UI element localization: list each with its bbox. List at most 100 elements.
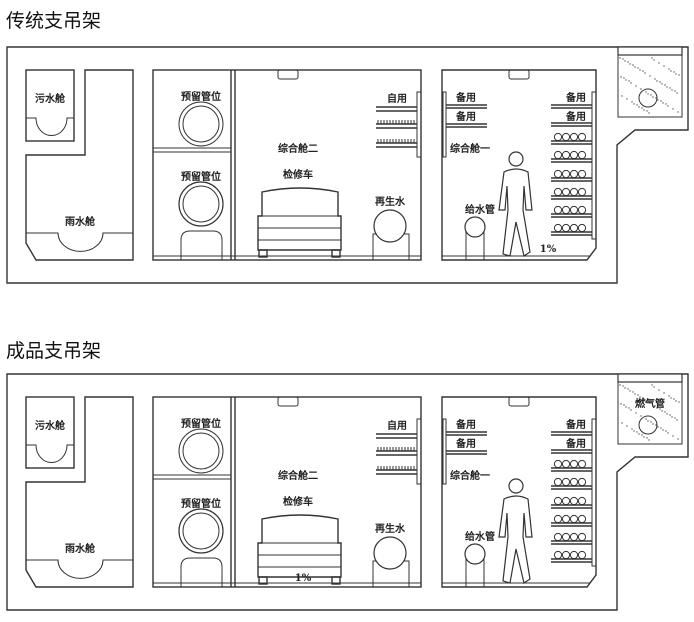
spare-tray-label: 备用 — [455, 91, 476, 104]
concrete-speckle — [678, 401, 680, 403]
rain-channel — [26, 559, 133, 579]
concrete-speckle — [654, 405, 656, 407]
concrete-speckle — [622, 385, 624, 387]
cable — [577, 169, 587, 179]
concrete-speckle — [653, 59, 655, 61]
concrete-speckle — [635, 412, 637, 414]
cable — [553, 205, 563, 215]
concrete-speckle — [659, 408, 661, 410]
vehicle-wheel — [331, 249, 341, 258]
concrete-speckle — [676, 419, 678, 421]
cable — [569, 496, 579, 506]
sewage-chamber — [25, 69, 75, 142]
cable — [577, 477, 587, 487]
cable — [553, 150, 563, 160]
spare-tray-label: 备用 — [565, 418, 586, 431]
concrete-speckle — [652, 96, 654, 98]
bracket-arm — [551, 485, 592, 490]
concrete-speckle — [646, 437, 648, 439]
reserve-pipe-bottom-label: 预留管位 — [181, 497, 221, 510]
spare-tray-label: 备用 — [565, 91, 586, 104]
concrete-speckle — [623, 404, 625, 406]
cable-tray — [376, 469, 417, 475]
cable — [577, 223, 587, 233]
cable — [577, 550, 587, 560]
concrete-speckle — [663, 392, 665, 394]
concrete-speckle — [647, 420, 649, 422]
water-supply-pipe — [464, 543, 486, 565]
comprehensive-chamber-1-label: 综合舱一 — [450, 142, 490, 155]
concrete-speckle — [676, 92, 678, 94]
concrete-speckle — [666, 413, 668, 415]
own-use-tray-label: 自用 — [387, 419, 407, 432]
worker-figure — [498, 168, 533, 257]
section-title-prefabricated: 成品支吊架 — [6, 340, 102, 362]
reclaimed-water-pipe — [373, 209, 407, 243]
concrete-speckle — [665, 430, 667, 432]
cable — [569, 514, 579, 524]
concrete-speckle — [642, 70, 644, 72]
concrete-speckle — [641, 434, 643, 436]
concrete-speckle — [624, 60, 626, 62]
cable — [577, 459, 587, 469]
reserve-pipe-bottom-inner — [182, 185, 220, 223]
concrete-speckle — [619, 384, 621, 386]
maintenance-vehicle-label: 检修车 — [283, 168, 313, 181]
bracket-arm — [446, 104, 487, 109]
concrete-speckle — [670, 397, 672, 399]
sewage-chamber-label: 污水舱 — [35, 92, 66, 105]
gas-pipe — [638, 88, 658, 108]
concrete-speckle — [636, 104, 638, 106]
concrete-speckle — [675, 73, 677, 75]
pipe-support — [180, 230, 223, 260]
concrete-speckle — [670, 70, 672, 72]
concrete-speckle — [630, 82, 632, 84]
bracket-arm — [551, 158, 592, 163]
concrete-speckle — [661, 410, 663, 412]
cable — [577, 132, 587, 142]
concrete-speckle — [674, 90, 676, 92]
bracket-arm — [551, 467, 592, 472]
concrete-speckle — [633, 103, 635, 105]
cable — [553, 169, 563, 179]
section-title-traditional: 传统支吊架 — [6, 10, 102, 32]
comprehensive-chamber-1 — [441, 69, 597, 261]
concrete-speckle — [668, 68, 670, 70]
concrete-speckle — [628, 407, 630, 409]
ceiling-light — [277, 396, 299, 407]
rain-chamber-label: 雨水舱 — [65, 542, 96, 555]
bracket-arm — [551, 449, 592, 454]
concrete-speckle — [643, 109, 645, 111]
reserve-pipe-top-inner — [182, 105, 220, 143]
concrete-speckle — [658, 389, 660, 391]
concrete-speckle — [662, 102, 664, 104]
concrete-speckle — [652, 423, 654, 425]
water-supply-label: 给水管 — [465, 203, 495, 216]
concrete-speckle — [664, 84, 666, 86]
rain-chamber-label: 雨水舱 — [65, 215, 96, 228]
concrete-speckle — [657, 426, 659, 428]
slope-label: 1% — [540, 244, 557, 255]
shaft-cover — [617, 373, 683, 383]
concrete-speckle — [674, 417, 676, 419]
concrete-speckle — [672, 108, 674, 110]
concrete-speckle — [644, 72, 646, 74]
water-supply-label: 给水管 — [465, 530, 495, 543]
cable — [553, 514, 563, 524]
concrete-speckle — [621, 95, 623, 97]
cable-tray — [376, 450, 417, 456]
cable — [553, 550, 563, 560]
concrete-speckle — [640, 415, 642, 417]
cable — [561, 514, 571, 524]
rain-chamber — [25, 69, 134, 261]
reserve-pipe-top-label: 预留管位 — [181, 417, 221, 430]
cable — [569, 169, 579, 179]
concrete-speckle — [620, 76, 622, 78]
reserve-divider — [152, 474, 232, 480]
concrete-speckle — [669, 87, 671, 89]
cable — [569, 477, 579, 487]
concrete-speckle — [649, 75, 651, 77]
cable — [561, 459, 571, 469]
concrete-speckle — [677, 438, 679, 440]
cable — [569, 187, 579, 197]
